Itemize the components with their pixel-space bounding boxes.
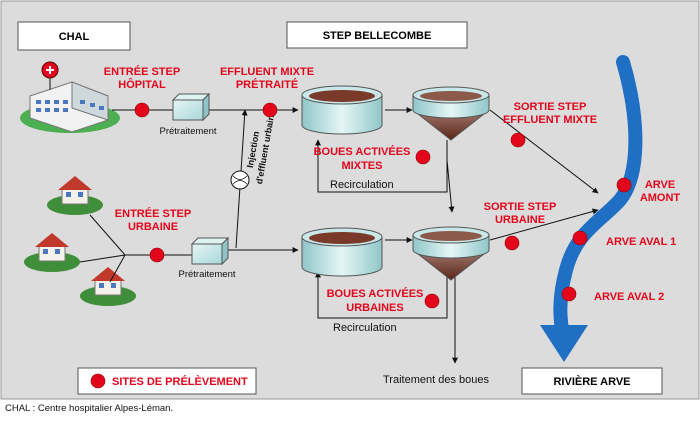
label-recirculation-top: Recirculation	[330, 179, 394, 191]
point-arve-amont	[616, 177, 632, 193]
label-boues-mixtes-2: MIXTES	[342, 160, 383, 172]
label-effluent-2: PRÉTRAITÉ	[236, 78, 298, 91]
label-arve-amont-1: ARVE	[645, 179, 675, 191]
point-arve-aval1	[572, 230, 588, 246]
recirculation-bottom-loop	[315, 271, 458, 364]
injection-ball-icon	[230, 170, 250, 190]
sites-legend-box	[77, 367, 257, 395]
label-boues-urbaines-2: URBAINES	[346, 302, 403, 314]
chal-box	[17, 21, 131, 51]
point-effluent-pretraite	[262, 102, 278, 118]
label-arve-aval2: ARVE AVAL 2	[594, 291, 664, 303]
label-sortie-mixte-1: SORTIE STEP	[514, 101, 587, 113]
point-boues-mixtes	[415, 149, 431, 165]
diagram-background	[0, 0, 700, 400]
label-arve-amont-2: AMONT	[640, 192, 681, 204]
step-title: STEP BELLECOMBE	[323, 30, 432, 42]
pretreatment-box-top	[171, 92, 211, 122]
urban-collector-lines	[79, 214, 192, 283]
aeration-tank-urban	[301, 227, 383, 277]
urban-flow-lines	[228, 208, 599, 253]
point-sortie-urbaine	[504, 235, 520, 251]
river-arve	[540, 55, 643, 362]
house-icon-2	[24, 233, 80, 272]
aeration-tank-mixed	[301, 85, 383, 135]
house-icon-3	[80, 267, 136, 306]
label-pretraitement-bottom: Prétraitement	[178, 269, 235, 280]
clarifier-urban	[412, 226, 490, 281]
step-box	[286, 21, 468, 49]
label-effluent-1: EFFLUENT MIXTE	[220, 66, 314, 78]
point-boues-urbaines	[424, 293, 440, 309]
label-hopital-1: ENTRÉE STEP	[104, 65, 180, 78]
label-sortie-urbaine-1: SORTIE STEP	[484, 201, 557, 213]
sites-legend-label: SITES DE PRÉLÈVEMENT	[112, 375, 248, 388]
sites-legend-dot	[90, 373, 106, 389]
hospital-icon	[20, 61, 120, 133]
chal-title: CHAL	[59, 31, 90, 43]
label-arve-aval1: ARVE AVAL 1	[606, 236, 676, 248]
riviere-box	[521, 367, 663, 395]
label-sortie-urbaine-2: URBAINE	[495, 214, 545, 226]
label-boues-mixtes-1: BOUES ACTIVÉES	[314, 145, 411, 158]
point-sortie-mixte	[510, 132, 526, 148]
point-entree-urbaine	[149, 247, 165, 263]
clarifier-mixed	[412, 86, 490, 141]
recirculation-top-loop	[315, 139, 455, 213]
footnote: CHAL : Centre hospitalier Alpes-Léman.	[5, 403, 173, 414]
label-hopital-2: HÔPITAL	[118, 78, 166, 91]
point-hopital	[134, 102, 150, 118]
label-traitement-boues: Traitement des boues	[383, 374, 489, 386]
label-entree-urbaine-1: ENTRÉE STEP	[115, 207, 191, 220]
label-entree-urbaine-2: URBAINE	[128, 221, 178, 233]
sampling-points	[134, 102, 632, 309]
pretreatment-box-bottom	[190, 236, 230, 266]
label-pretraitement-top: Prétraitement	[159, 126, 216, 137]
point-arve-aval2	[561, 286, 577, 302]
house-icon-1	[47, 176, 103, 215]
label-boues-urbaines-1: BOUES ACTIVÉES	[327, 287, 424, 300]
label-recirculation-bottom: Recirculation	[333, 322, 397, 334]
riviere-title: RIVIÈRE ARVE	[553, 375, 630, 388]
label-sortie-mixte-2: EFFLUENT MIXTE	[503, 114, 597, 126]
